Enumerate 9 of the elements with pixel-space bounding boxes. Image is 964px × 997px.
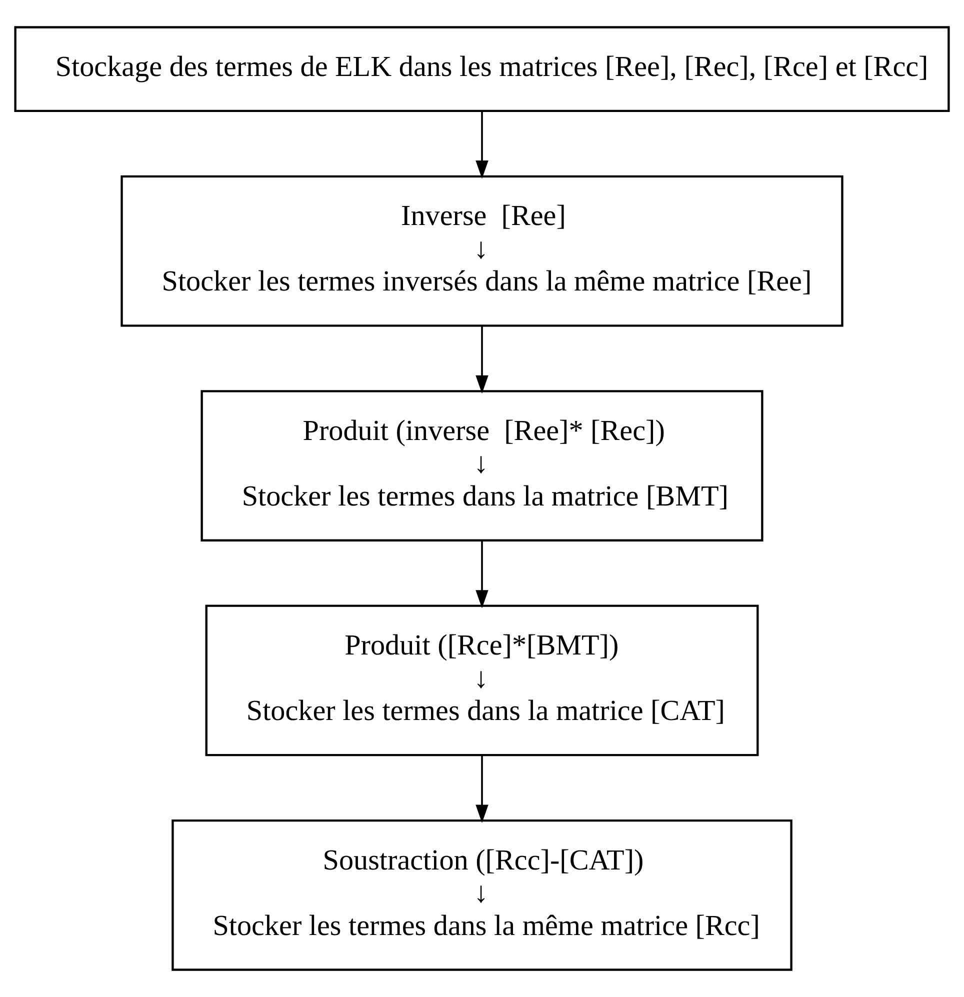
arrow — [476, 111, 488, 179]
node-box: Stockage des termes de ELK dans les matrices [Ree], [Rec], [Rce] et [Rcc] — [14, 26, 950, 112]
node-box: Soustraction ([Rcc]-[CAT]) ↓ Stocker les termes dans la même matrice [Rcc] — [172, 819, 792, 971]
node-box: Produit ([Rce]*[BMT]) ↓ Stocker les termes dans la matrice [CAT] — [205, 604, 759, 756]
node-box: Inverse [Ree] ↓ Stocker les termes inversés dans la même matrice [Ree] — [120, 175, 844, 327]
arrow — [476, 326, 488, 394]
arrow — [476, 540, 488, 608]
node-box: Produit (inverse [Ree]* [Rec]) ↓ Stocker les termes dans la matrice [BMT] — [200, 390, 764, 542]
arrow — [476, 756, 488, 823]
